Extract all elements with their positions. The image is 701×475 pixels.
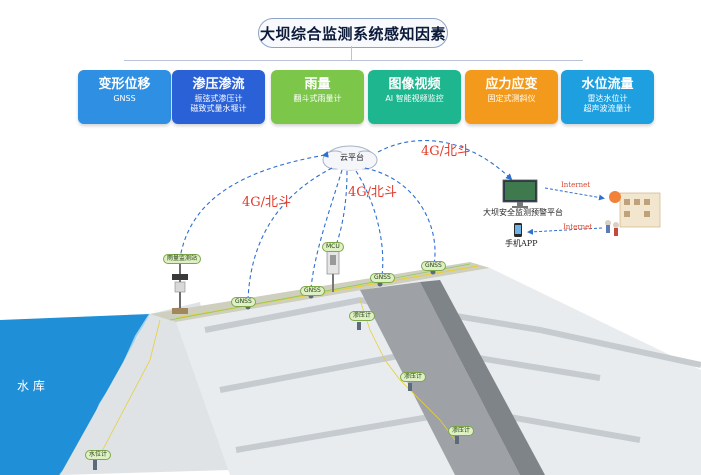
piezometer-label: 渗压计 (349, 311, 376, 321)
card-title: 图像视频 (388, 77, 441, 92)
page-title: 大坝综合监测系统感知因素 (258, 18, 448, 48)
card-sub: 固定式测斜仪 (487, 94, 536, 103)
piezometer-label: 渗压计 (400, 372, 427, 382)
card-sub: 振弦式渗压计 (194, 94, 243, 103)
internet-label: Internet (561, 181, 591, 189)
card-sub: 磁致式量水堰计 (190, 104, 247, 113)
internet-link (544, 187, 605, 201)
card-title: 应力应变 (485, 77, 538, 92)
piezometer-label: 渗压计 (448, 426, 475, 436)
gnss-label: GNSS (300, 286, 325, 296)
card-sub: 翻斗式雨量计 (293, 94, 342, 103)
card-sub: GNSS (113, 94, 136, 103)
internet-label: Internet (563, 223, 593, 231)
card-title: 水位流量 (581, 77, 634, 92)
title-connector-horizontal (124, 60, 583, 61)
phone-screen (515, 225, 521, 234)
card-rainfall: 雨量 翻斗式雨量计 (271, 70, 364, 124)
card-seepage: 渗压渗流 振弦式渗压计 磁致式量水堰计 (172, 70, 265, 124)
reservoir-water (0, 314, 150, 475)
platform-label: 大坝安全监测预警平台 (483, 208, 563, 217)
card-title: 渗压渗流 (192, 77, 245, 92)
card-sub: 雷达水位计 (587, 94, 628, 103)
monitor-icon (502, 179, 538, 208)
card-sub: 超声波流量计 (583, 104, 632, 113)
dam-stairway (360, 282, 520, 475)
gnss-label: GNSS (370, 273, 395, 283)
rain-station (172, 262, 188, 314)
card-stress: 应力应变 固定式测斜仪 (465, 70, 558, 124)
comm-label-4g-beidou: 4G/北斗 (348, 185, 398, 200)
water-level-label: 水位计 (85, 450, 112, 460)
piezometer-device (455, 436, 459, 444)
card-video: 图像视频 AI 智能视频监控 (368, 70, 461, 124)
comm-link (364, 167, 436, 265)
comm-link (377, 140, 513, 181)
gnss-label: GNSS (231, 297, 256, 307)
app-label: 手机APP (505, 239, 538, 248)
comm-link (334, 170, 348, 249)
cloud-label: 云平台 (340, 153, 364, 162)
sensor-cable (99, 319, 161, 456)
card-title: 变形位移 (98, 77, 151, 92)
card-water-level: 水位流量 雷达水位计 超声波流量计 (561, 70, 654, 124)
card-title: 雨量 (304, 77, 331, 92)
rain-station-label: 雨量监测站 (163, 254, 202, 264)
comm-label-4g-beidou: 4G/北斗 (242, 195, 292, 210)
mcu-label: MCU (322, 242, 344, 252)
title-connector-vertical (351, 46, 352, 60)
piezometer-device (408, 383, 412, 391)
stairway-edge (420, 280, 545, 475)
reservoir-label: 水 库 (17, 379, 45, 393)
comm-link (355, 170, 384, 277)
internet-link (527, 227, 603, 235)
office-building-icon (605, 191, 661, 236)
cloud-icon (322, 145, 378, 171)
card-sub: AI 智能视频监控 (385, 94, 444, 103)
piezometer-device (357, 322, 361, 330)
comm-label-4g-beidou: 4G/北斗 (421, 144, 471, 159)
comm-link (179, 151, 329, 259)
water-level-device (93, 460, 97, 470)
comm-link (247, 167, 333, 301)
mcu-box (326, 249, 340, 292)
card-deformation: 变形位移 GNSS (78, 70, 171, 124)
gnss-label: GNSS (421, 261, 446, 271)
